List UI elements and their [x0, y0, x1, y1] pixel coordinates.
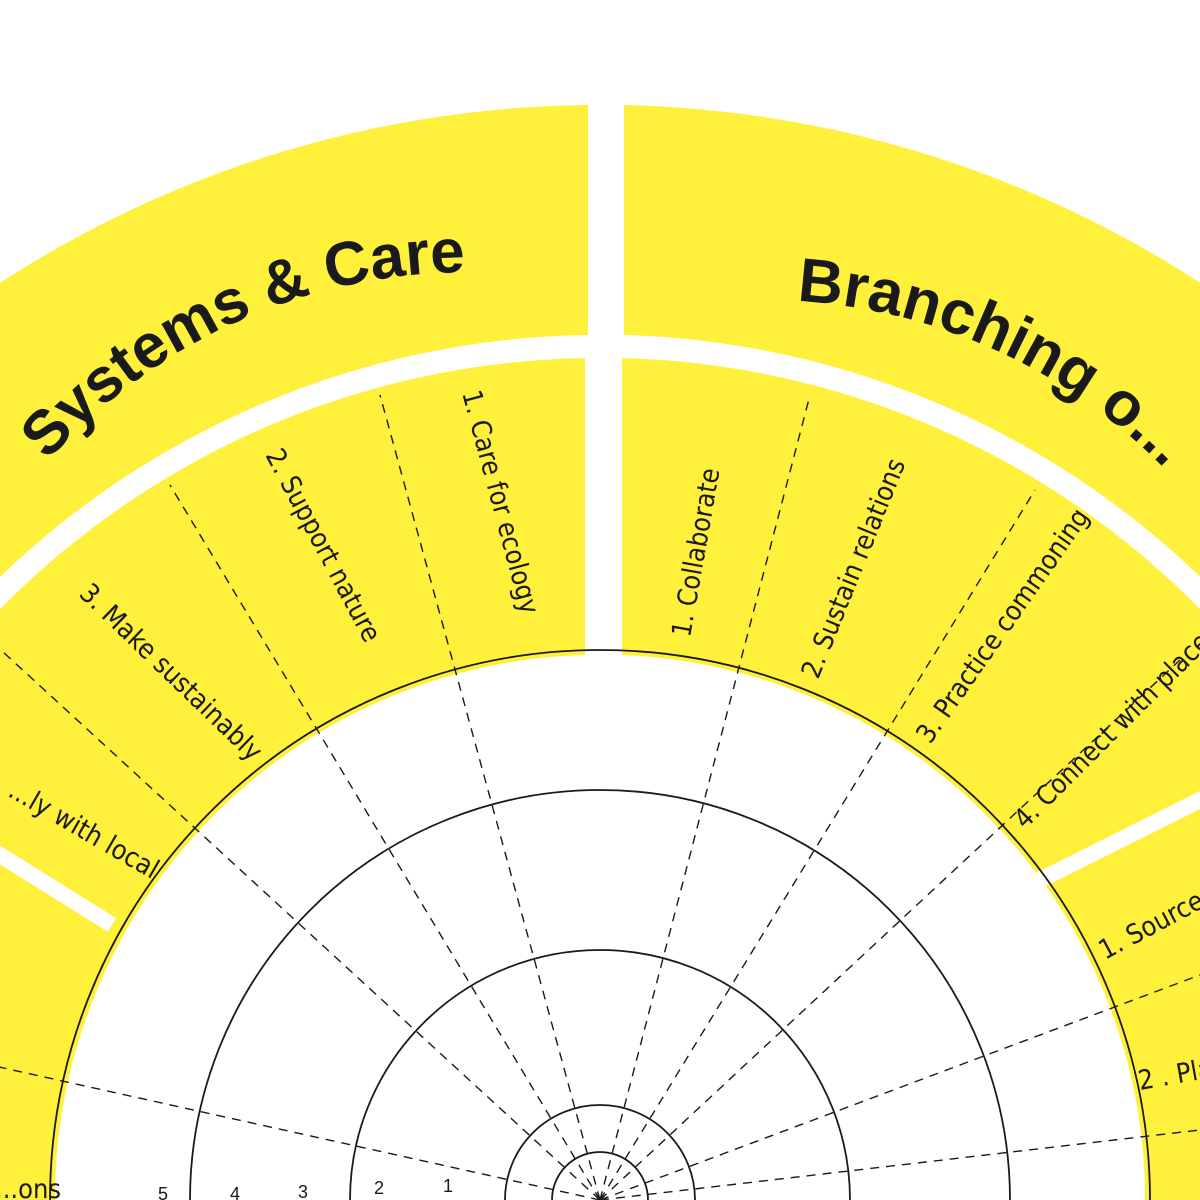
segment-left-partial: ...ons — [0, 1174, 61, 1200]
svg-text:2: 2 — [374, 1178, 384, 1198]
svg-text:3: 3 — [298, 1182, 308, 1200]
inner-band — [0, 358, 1200, 1200]
radial-dividers — [0, 394, 1200, 1200]
svg-text:5: 5 — [158, 1184, 168, 1200]
scale-numbers: 5 4 3 2 1 — [158, 1176, 453, 1200]
svg-text:1: 1 — [443, 1176, 453, 1196]
outer-band — [0, 105, 1200, 577]
separators — [0, 791, 1200, 932]
svg-text:4: 4 — [230, 1184, 240, 1200]
rings — [49, 649, 1151, 1200]
inner-disk — [55, 655, 1145, 1200]
